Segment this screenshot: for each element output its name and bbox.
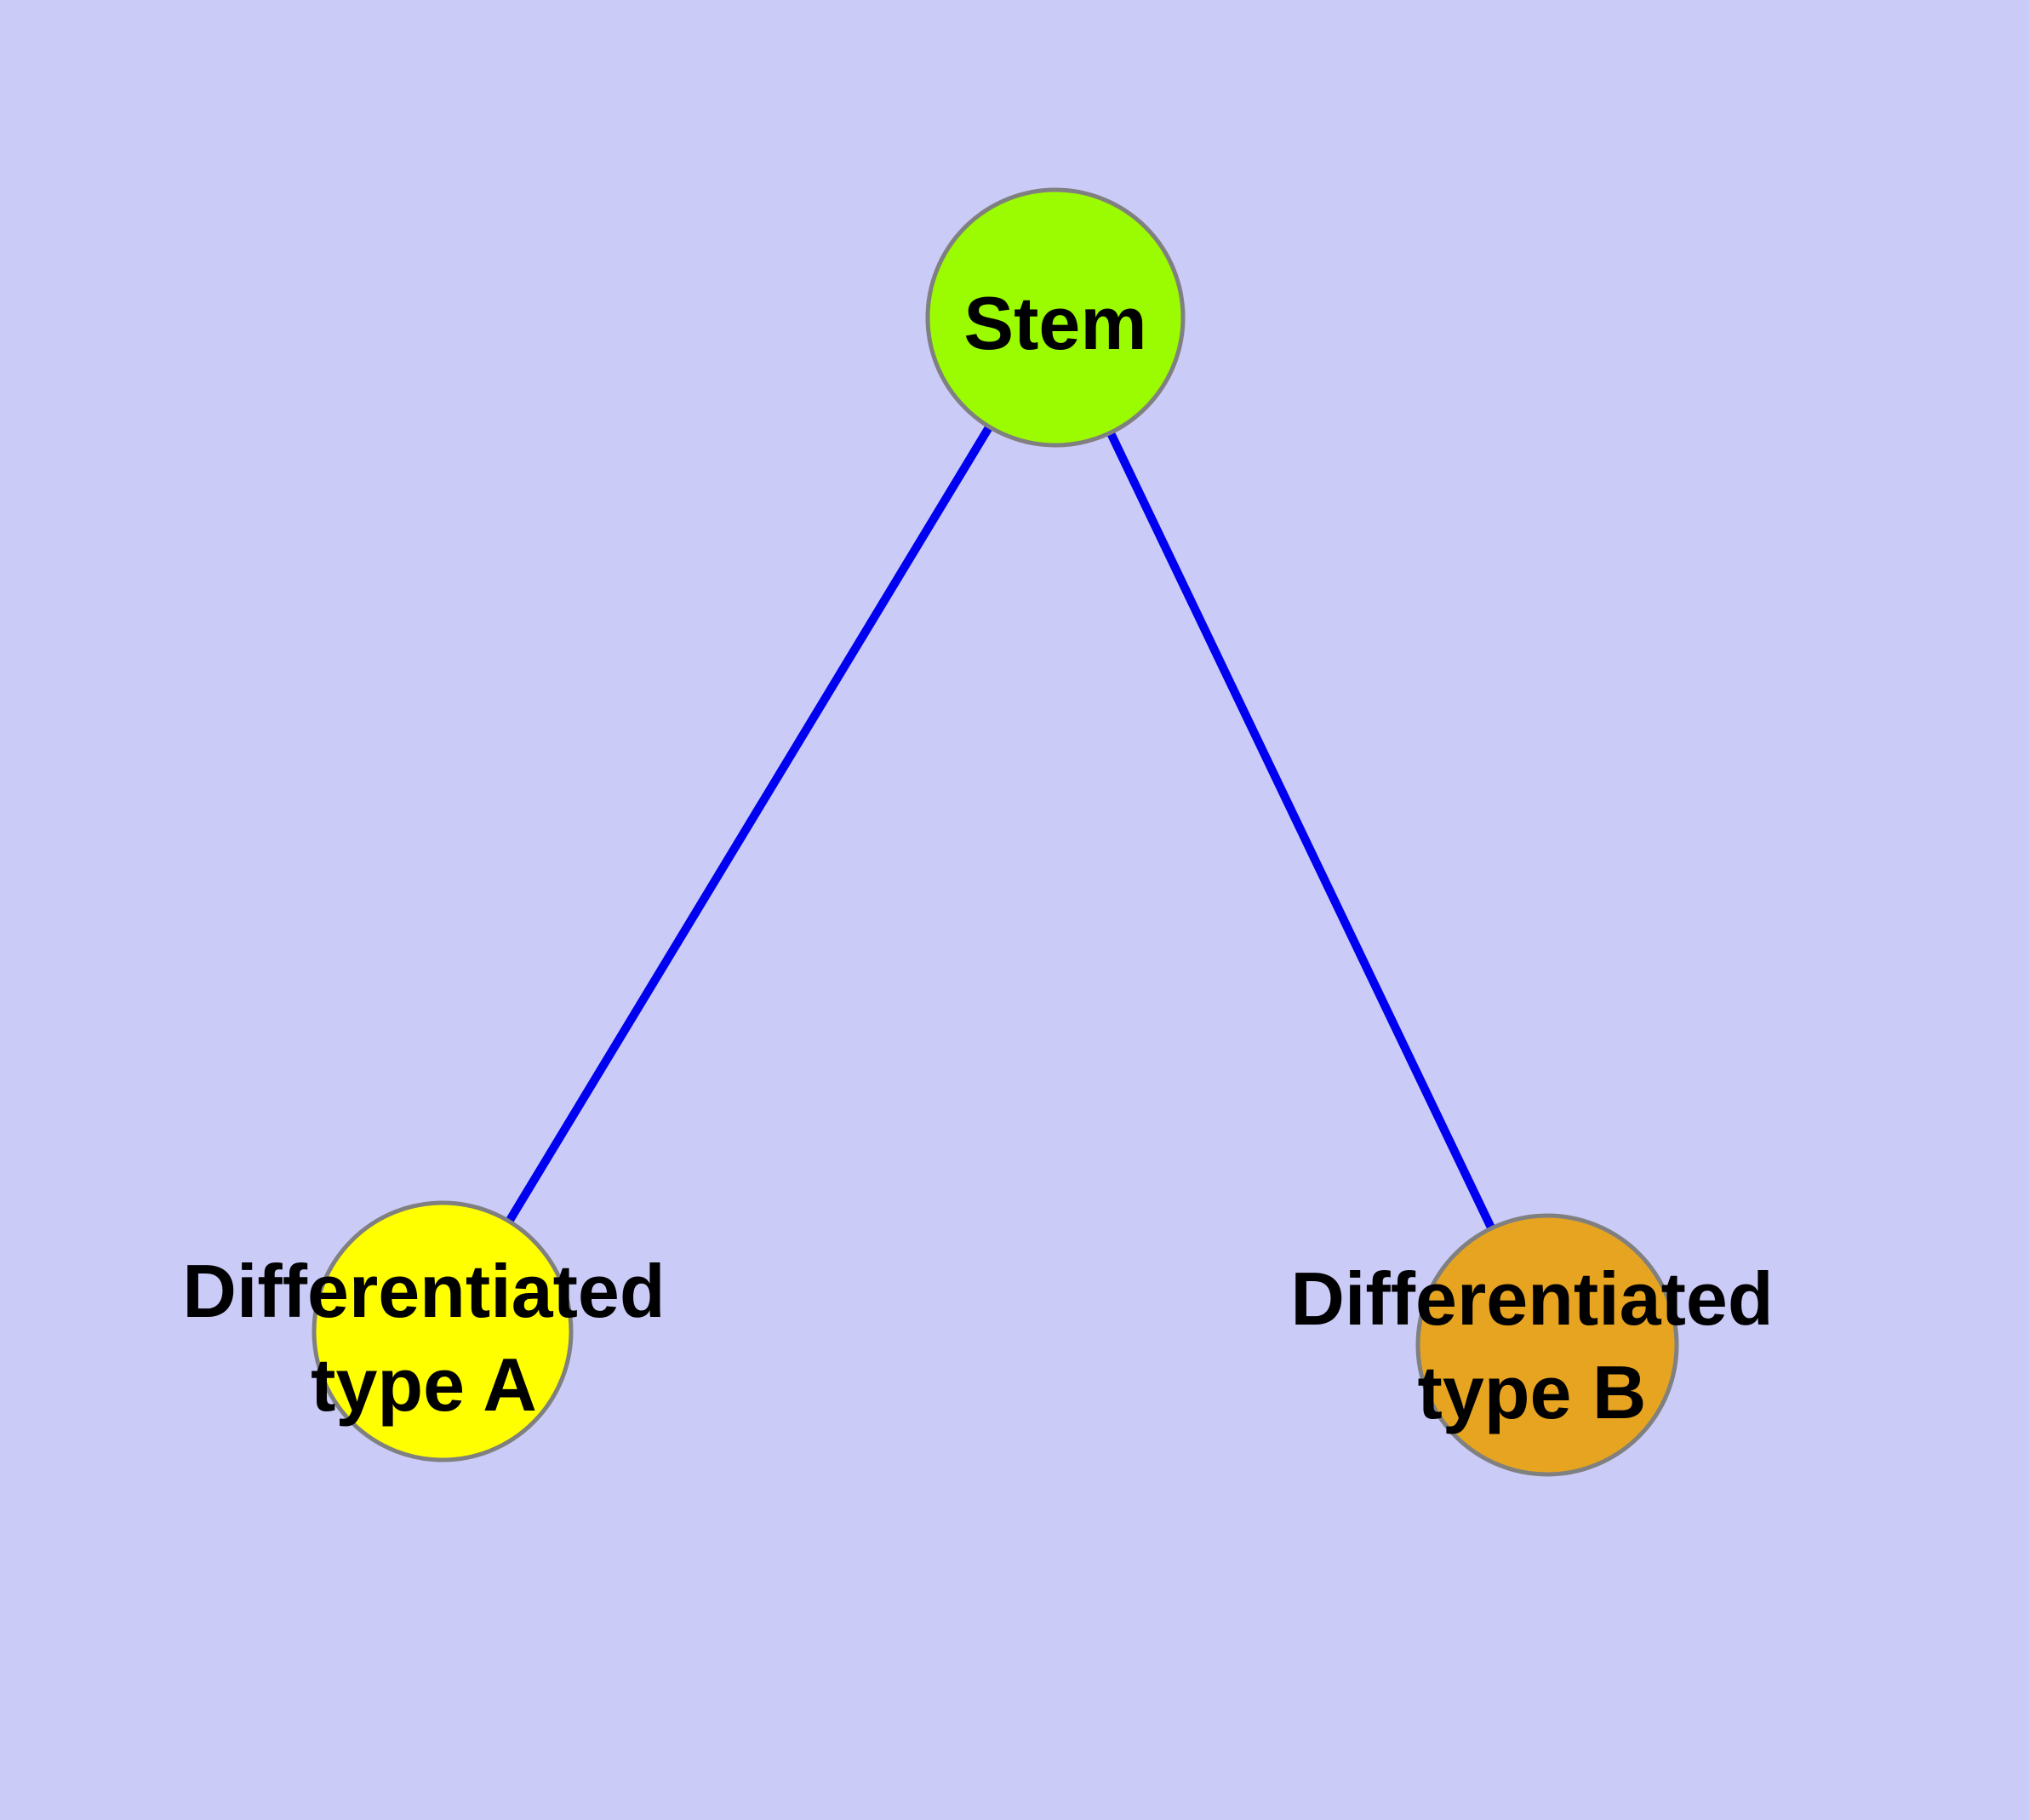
node-differentiated-type-b-circle (1415, 1213, 1679, 1477)
edges (438, 315, 1552, 1348)
node-differentiated-type-b: Differentiated type B (1290, 1213, 1774, 1477)
node-differentiated-type-a-label-line2: type A (311, 1342, 537, 1427)
node-stem-label: Stem (963, 281, 1146, 365)
node-differentiated-type-b-label-line1: Differentiated (1290, 1256, 1773, 1341)
node-differentiated-type-b-label-line2: type B (1418, 1350, 1647, 1434)
node-differentiated-type-a-circle (311, 1200, 574, 1462)
node-differentiated-type-a-label-line1: Differentiated (182, 1249, 665, 1333)
node-stem-circle (925, 187, 1186, 448)
edge-stem-to-type-b (1051, 315, 1552, 1348)
edge-stem-to-type-a (438, 315, 1060, 1334)
node-differentiated-type-a: Differentiated type A (182, 1200, 666, 1462)
node-stem: Stem (925, 187, 1186, 448)
